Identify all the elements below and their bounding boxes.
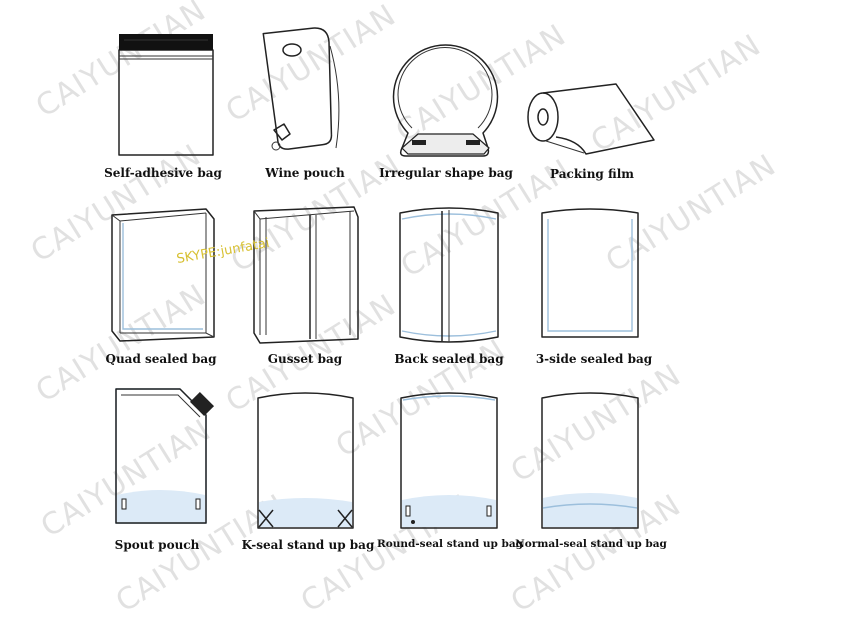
wine-pouch-label: Wine pouch xyxy=(265,166,345,180)
packing-film-label: Packing film xyxy=(550,167,634,181)
gusset-bag-label: Gusset bag xyxy=(267,352,343,366)
irregular-shape-bag-label: Irregular shape bag xyxy=(379,166,513,180)
back-sealed-bag-label: Back sealed bag xyxy=(394,352,504,366)
product-sheet: CAIYUNTIAN CAIYUNTIAN CAIYUNTIAN CAIYUNT… xyxy=(25,0,783,620)
self-adhesive-bag-label: Self-adhesive bag xyxy=(104,166,222,180)
normal-seal-stand-up-bag-label: Normal-seal stand up bag xyxy=(515,538,667,550)
round-seal-stand-up-bag-label: Round-seal stand up bag xyxy=(376,538,524,550)
k-seal-stand-up-bag-label: K-seal stand up bag xyxy=(241,538,375,552)
spout-pouch-label: Spout pouch xyxy=(114,538,200,552)
quad-sealed-bag-label: Quad sealed bag xyxy=(105,352,217,366)
3-side-sealed-bag-label: 3-side sealed bag xyxy=(535,352,653,366)
